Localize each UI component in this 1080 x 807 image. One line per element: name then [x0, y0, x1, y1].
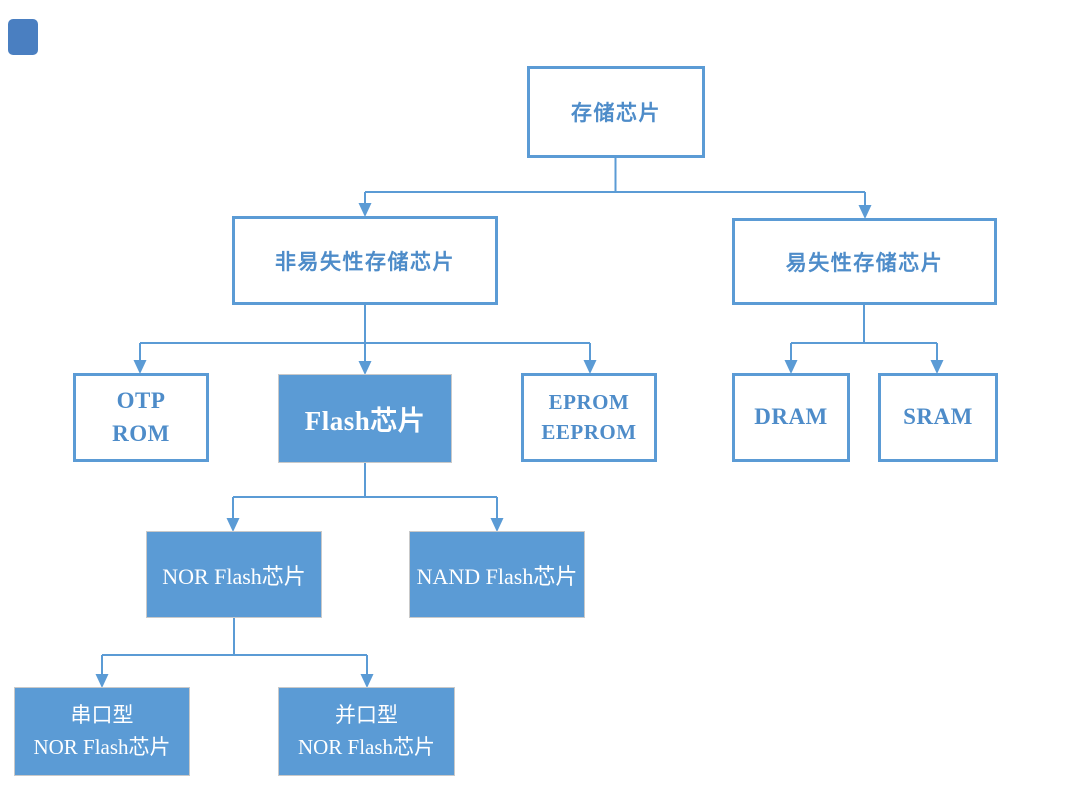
node-nor-flash: NOR Flash芯片 — [146, 531, 322, 618]
node-label: 并口型 NOR Flash芯片 — [297, 703, 436, 759]
node-dram: DRAM — [732, 373, 850, 462]
node-flash: Flash芯片 — [278, 374, 452, 463]
node-label: Flash芯片 — [304, 406, 426, 436]
node-label: 非易失性存储芯片 — [275, 250, 455, 274]
corner-blue-square — [8, 19, 38, 55]
node-label: 串口型 NOR Flash芯片 — [33, 703, 171, 759]
connector-flash-to-children — [232, 463, 498, 518]
node-label: NAND Flash芯片 — [416, 563, 578, 589]
node-volatile-memory: 易失性存储芯片 — [732, 218, 997, 305]
node-eprom-eeprom: EPROM EEPROM — [521, 373, 657, 462]
arrowheads — [95, 203, 944, 688]
node-label: SRAM — [903, 404, 973, 430]
node-nonvolatile-memory: 非易失性存储芯片 — [232, 216, 498, 305]
node-nand-flash: NAND Flash芯片 — [409, 531, 585, 618]
connector-nor-to-children — [101, 618, 368, 674]
node-label: 存储芯片 — [571, 102, 661, 125]
node-label: DRAM — [754, 404, 828, 430]
node-label: EPROM EEPROM — [541, 390, 637, 444]
node-memory-chip: 存储芯片 — [527, 66, 705, 158]
node-serial-nor-flash: 串口型 NOR Flash芯片 — [14, 687, 190, 776]
node-otp-rom: OTP ROM — [73, 373, 209, 462]
node-sram: SRAM — [878, 373, 998, 462]
node-label: 易失性存储芯片 — [785, 251, 944, 275]
node-label: NOR Flash芯片 — [162, 563, 306, 589]
connector-volatile-to-children — [790, 305, 938, 360]
connector-root-to-level2 — [364, 158, 866, 205]
connector-nonvolatile-to-children — [139, 305, 591, 361]
node-parallel-nor-flash: 并口型 NOR Flash芯片 — [278, 687, 455, 776]
node-label: OTP ROM — [112, 388, 170, 446]
